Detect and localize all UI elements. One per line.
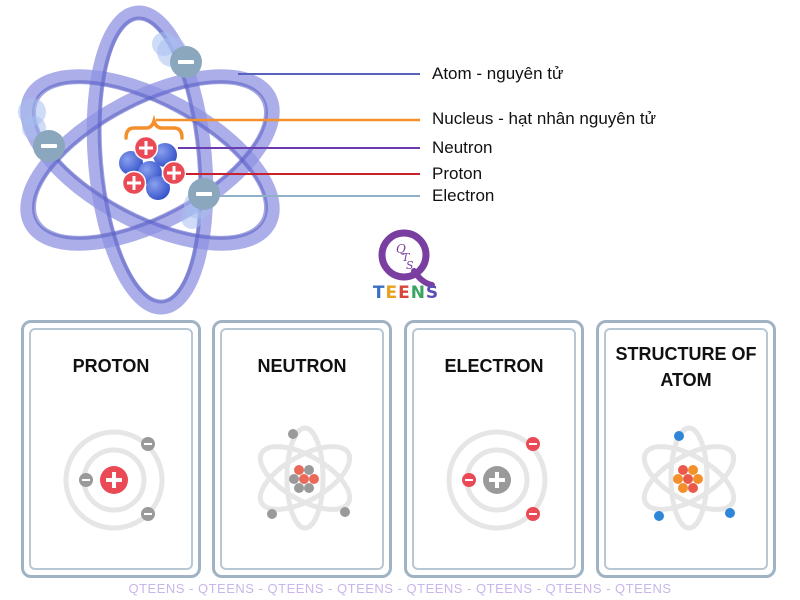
electron-icon: [267, 509, 277, 519]
svg-text:Q: Q: [396, 242, 406, 256]
label-proton: Proton: [432, 164, 483, 183]
atom-illustration: [18, 5, 420, 315]
electron-icon: [725, 508, 735, 518]
card-title: PROTON: [72, 356, 150, 376]
nucleus-icon: [673, 465, 703, 493]
electron-icon: [462, 473, 476, 487]
nucleus-icon: [289, 465, 319, 493]
proton-particle: [121, 170, 147, 196]
electron-icon: [141, 437, 155, 451]
card-title: STRUCTURE OF ATOM: [615, 344, 757, 390]
nucleus: [119, 135, 187, 200]
proton-particle: [133, 135, 159, 161]
electron-particle: [33, 130, 65, 162]
proton-icon: [100, 466, 128, 494]
svg-text:S: S: [406, 259, 414, 272]
electron-icon: [141, 507, 155, 521]
card-title: ELECTRON: [444, 356, 544, 376]
card-electron: ELECTRON: [404, 320, 584, 578]
electron-icon: [340, 507, 350, 517]
proton-icon: [483, 466, 511, 494]
electron-icon: [79, 473, 93, 487]
electron-icon: [654, 511, 664, 521]
electron-icon: [288, 429, 298, 439]
neutron-diagram: [257, 425, 353, 531]
card-structure-of-atom: STRUCTURE OF ATOM: [596, 320, 776, 578]
electron-diagram: [446, 429, 548, 531]
electron-icon: [674, 431, 684, 441]
proton-particle: [161, 160, 187, 186]
label-atom: Atom - nguyên tử: [432, 64, 564, 83]
electron-icon: [526, 437, 540, 451]
electron-trails: [18, 32, 212, 229]
atom-structure-diagram: [641, 425, 737, 531]
electron-particle: [188, 178, 220, 210]
qteens-logo-wordmark: TEENS: [372, 283, 440, 303]
label-electron: Electron: [432, 186, 495, 205]
svg-text:T: T: [402, 251, 411, 264]
nucleus-bracket: [124, 114, 184, 140]
card-neutron: NEUTRON: [212, 320, 392, 578]
label-neutron: Neutron: [432, 138, 493, 157]
electron-particle: [170, 46, 202, 78]
proton-diagram: [63, 429, 165, 531]
footer-watermark: QTEENS - QTEENS - QTEENS - QTEENS - QTEE…: [128, 581, 672, 596]
card-proton: PROTON: [21, 320, 201, 578]
card-title: NEUTRON: [257, 356, 347, 376]
orbit-rings: [20, 5, 280, 315]
electron-icon: [526, 507, 540, 521]
qteens-logo-icon: Q T S: [378, 229, 435, 288]
label-nucleus: Nucleus - hạt nhân nguyên tử: [432, 109, 657, 128]
